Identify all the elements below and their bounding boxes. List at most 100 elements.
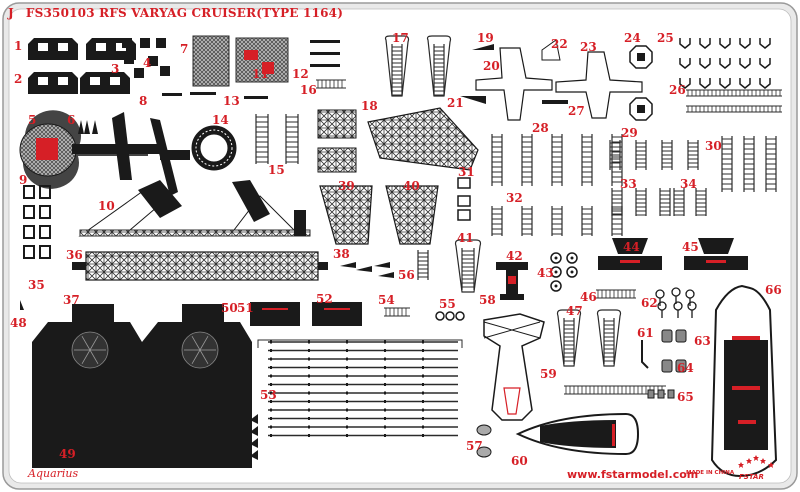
wheel-part — [550, 280, 562, 292]
part-number-label: 15 — [268, 163, 285, 177]
rail-tab — [270, 374, 272, 378]
part-number-label: 21 — [447, 96, 464, 110]
part-number-label: 2 — [14, 72, 23, 86]
thin-bar — [162, 93, 182, 96]
square-frame — [23, 245, 35, 259]
part-number-label: 60 — [511, 454, 528, 468]
part-number-label: 45 — [682, 240, 699, 254]
part-number-label: 58 — [479, 293, 496, 307]
octagon-center — [637, 105, 645, 113]
rail-tab — [308, 391, 310, 395]
bulkhead-window — [96, 43, 106, 51]
website-link[interactable]: www.fstarmodel.com — [567, 468, 699, 481]
small-plate — [124, 54, 134, 64]
wheel-part — [550, 252, 562, 264]
part-number-label: 12 — [292, 67, 309, 81]
bulkhead-window — [58, 77, 68, 85]
lower-deck-piece — [120, 418, 200, 468]
part-number-label: 24 — [624, 31, 641, 45]
lattice-box — [317, 109, 357, 139]
sheet-title: J FS350103 RFS VARYAG CRUISER(TYPE 1164) — [8, 6, 343, 20]
stair-frame — [426, 35, 452, 97]
hopper-part — [612, 238, 648, 254]
rail-tab — [346, 434, 348, 437]
fork-part — [759, 58, 771, 69]
rail-tab — [384, 374, 386, 378]
rail-tab — [422, 383, 424, 386]
turret-spoke — [81, 335, 91, 351]
boat-deck — [724, 340, 768, 450]
sheet-letter: J — [8, 6, 14, 20]
small-frame — [457, 209, 471, 221]
bulkhead-window — [58, 43, 68, 51]
rail-bracket — [257, 339, 463, 348]
part-number-label: 61 — [637, 326, 654, 340]
fork-part — [739, 78, 751, 89]
part-number-label: 32 — [506, 191, 523, 205]
part-number-label: 65 — [677, 390, 694, 404]
fork-part — [699, 78, 711, 89]
part-number-label: 57 — [466, 439, 483, 453]
fork-part — [719, 38, 731, 49]
part-number-label: 33 — [620, 177, 637, 191]
small-triangle — [250, 438, 258, 448]
thin-bar — [190, 92, 216, 95]
wheel-hub — [554, 270, 558, 274]
small-wedge — [378, 272, 394, 278]
lattice-ramp — [367, 107, 479, 171]
stair-frame — [556, 309, 582, 367]
long-truss — [85, 251, 319, 281]
small-triangle — [214, 438, 222, 448]
wheel-part — [550, 266, 562, 278]
truss-end — [72, 262, 86, 270]
small-triangle — [214, 414, 222, 424]
radar-ring — [195, 129, 233, 167]
crane-arm — [112, 112, 132, 180]
small-plate — [160, 66, 170, 76]
thin-bar — [310, 52, 340, 55]
crane-arm — [160, 150, 190, 160]
hopper-part — [698, 238, 734, 254]
red-marking — [262, 62, 274, 74]
rail-tab — [422, 340, 424, 344]
part-number-label: 3 — [111, 62, 120, 76]
sheet-title-text: FS350103 RFS VARYAG CRUISER(TYPE 1164) — [25, 6, 344, 20]
turret-spoke — [191, 335, 201, 351]
bulkhead-window — [38, 43, 48, 51]
red-marking — [612, 424, 615, 446]
star-icon — [753, 455, 759, 461]
part-number-label: 66 — [765, 283, 782, 297]
fork-part — [679, 58, 691, 69]
rail-tab — [422, 357, 424, 361]
rail-tab — [422, 434, 424, 437]
small-bracket — [541, 39, 561, 61]
boat-deck — [540, 420, 616, 448]
small-plate — [661, 359, 673, 373]
square-frame — [23, 225, 35, 239]
rail-tab — [308, 408, 310, 412]
part-number-label: 50 — [221, 301, 238, 315]
red-marking — [620, 260, 640, 263]
red-marking — [244, 50, 258, 60]
spike — [84, 120, 90, 134]
spike — [92, 120, 98, 134]
wheel-hub — [554, 256, 558, 260]
small-wedge — [472, 44, 494, 50]
star-icon — [746, 458, 752, 464]
rail-tab — [308, 374, 310, 378]
octagon-center — [637, 53, 645, 61]
rail-tab — [270, 340, 272, 344]
turret-spoke — [89, 335, 99, 351]
small-plate — [134, 68, 144, 78]
rail-tab — [422, 391, 424, 395]
rail-tab — [270, 357, 272, 361]
fork-part — [759, 38, 771, 49]
small-triangle — [214, 426, 222, 436]
rail-tab — [308, 357, 310, 361]
small-plate — [647, 389, 655, 399]
rail-tab — [422, 408, 424, 412]
small-triangle — [214, 450, 222, 460]
puck-part — [476, 424, 492, 436]
small-wedge — [356, 266, 372, 272]
spike — [20, 300, 24, 310]
